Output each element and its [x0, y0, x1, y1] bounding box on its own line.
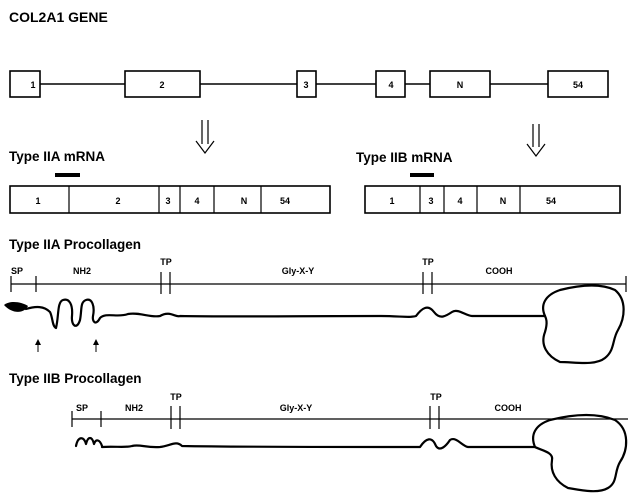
- exon-label: 1: [30, 80, 35, 90]
- gly-x-y-label: Gly-X-Y: [282, 266, 315, 276]
- segment-label: 1: [35, 196, 40, 206]
- procollagen-a-chain: [4, 284, 625, 365]
- splice-arrow-a: [195, 120, 215, 154]
- exon-label: 54: [573, 80, 583, 90]
- exon-label: N: [457, 80, 464, 90]
- procollagen-a-title: Type IIA Procollagen: [9, 237, 141, 252]
- mrna-a-box: [9, 185, 331, 214]
- tp-label: TP: [422, 257, 434, 267]
- tp-label: TP: [170, 392, 182, 402]
- gene-structure: 1 2 3 4 N 54: [9, 70, 609, 98]
- mrna-b: 1 3 4 N 54: [364, 185, 621, 214]
- segment-label: 3: [165, 196, 170, 206]
- procollagen-b-scale: SP NH2 TP Gly-X-Y TP COOH: [71, 392, 628, 429]
- nh2-label: NH2: [125, 403, 143, 413]
- tp-label: TP: [160, 257, 172, 267]
- cooh-label: COOH: [495, 403, 522, 413]
- sp-label: SP: [76, 403, 88, 413]
- exon-box: [547, 70, 609, 98]
- mrna-b-title: Type IIB mRNA: [356, 150, 453, 165]
- exon-label: 4: [388, 80, 393, 90]
- gly-x-y-label: Gly-X-Y: [280, 403, 313, 413]
- procollagen-b-chain: [74, 413, 628, 493]
- exon-box: [296, 70, 317, 98]
- procollagen-b-title: Type IIB Procollagen: [9, 371, 142, 386]
- exon-box: [429, 70, 491, 98]
- mrna-a-title: Type IIA mRNA: [9, 149, 105, 164]
- exon-box: [9, 70, 41, 98]
- cooh-label: COOH: [486, 266, 513, 276]
- procollagen-a-scale: SP NH2 TP Gly-X-Y TP COOH: [10, 257, 627, 294]
- segment-label: N: [241, 196, 248, 206]
- segment-label: 3: [428, 196, 433, 206]
- tp-label: TP: [430, 392, 442, 402]
- signal-peptide-blob: [4, 302, 28, 312]
- sp-label: SP: [11, 266, 23, 276]
- gene-title: COL2A1 GENE: [9, 9, 108, 25]
- nh2-label: NH2: [73, 266, 91, 276]
- exon-box: [375, 70, 406, 98]
- mrna-b-box: [364, 185, 621, 214]
- segment-label: 4: [457, 196, 462, 206]
- exon-label: 2: [159, 80, 164, 90]
- segment-label: N: [500, 196, 507, 206]
- exon-box: [124, 70, 201, 98]
- segment-label: 54: [280, 196, 290, 206]
- mrna-a: 1 2 3 4 N 54: [9, 185, 331, 214]
- splice-arrow-b: [526, 124, 546, 157]
- segment-label: 1: [389, 196, 394, 206]
- exon-label: 3: [303, 80, 308, 90]
- segment-label: 4: [194, 196, 199, 206]
- segment-label: 54: [546, 196, 556, 206]
- segment-label: 2: [115, 196, 120, 206]
